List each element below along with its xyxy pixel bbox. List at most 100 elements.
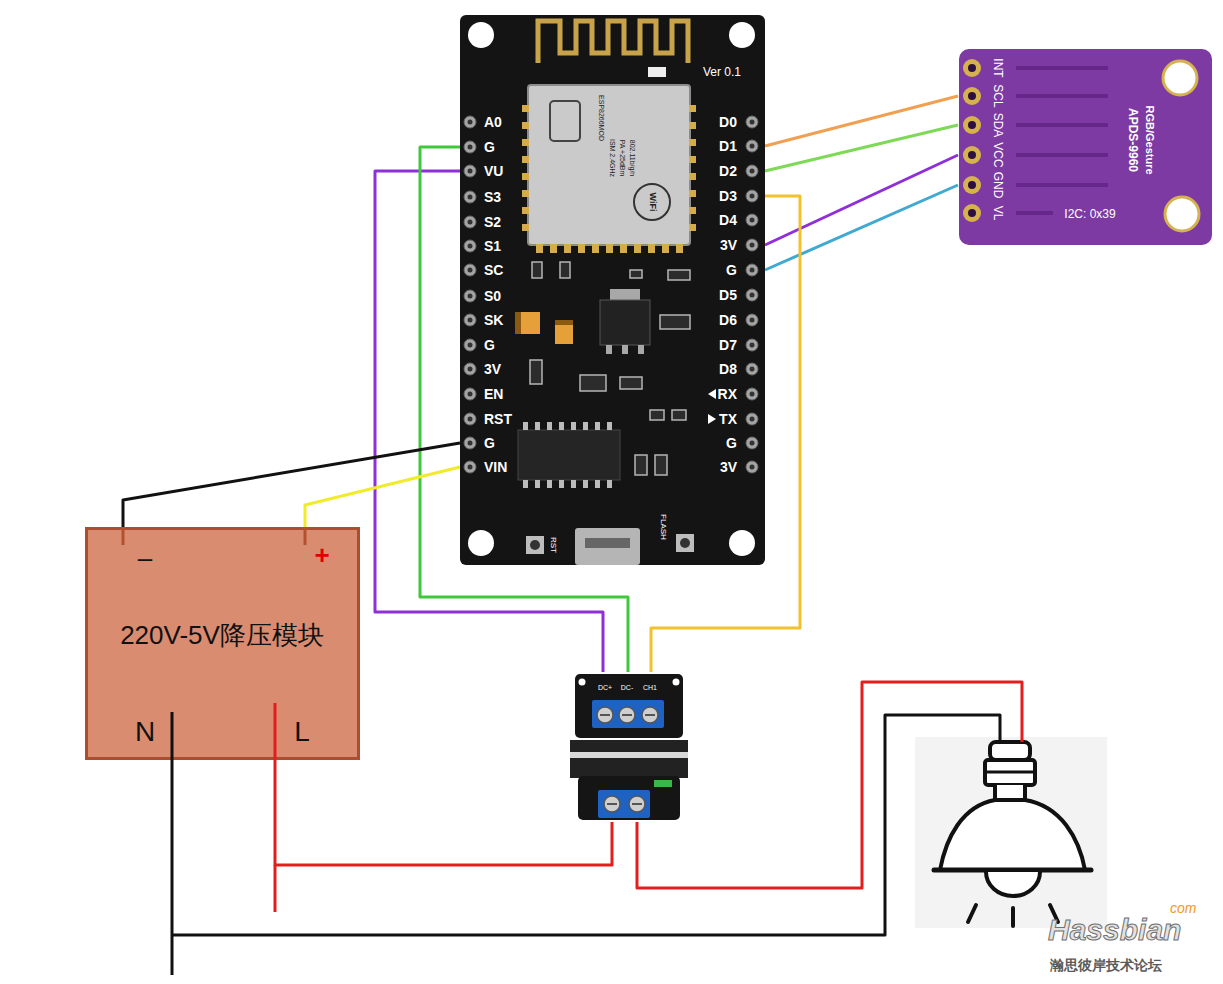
illustration-part — [689, 139, 696, 146]
pin-label: G — [484, 436, 495, 450]
illustration-part — [746, 190, 758, 202]
illustration-part — [689, 224, 696, 231]
illustration-part — [750, 343, 755, 348]
illustration-part — [468, 195, 473, 200]
pin-label: S1 — [484, 239, 501, 253]
illustration-part — [87, 529, 359, 759]
pin-label: G — [484, 140, 495, 154]
pin-label: A0 — [484, 115, 502, 129]
illustration-part — [746, 165, 758, 177]
illustration-part — [750, 417, 755, 422]
illustration-part — [532, 262, 542, 278]
illustration-part — [645, 714, 655, 716]
illustration-part — [464, 290, 476, 302]
terminal-sign: – — [138, 545, 152, 571]
switched-live-wire — [637, 682, 1022, 888]
illustration-part — [750, 120, 755, 125]
illustration-part — [464, 388, 476, 400]
illustration-part — [522, 190, 529, 197]
illustration-part — [547, 480, 552, 488]
illustration-part — [468, 120, 473, 125]
illustration-part — [746, 339, 758, 351]
wifi-logo-text: WiFi — [648, 193, 657, 212]
illustration-part — [171, 712, 174, 760]
illustration-part — [468, 417, 473, 422]
illustration-part — [746, 363, 758, 375]
nodemcu-board: Ver 0.1A0GVUS3S2S1SCS0SKG3VENRSTGVIND0D1… — [460, 15, 765, 565]
module-marking: 802.11b/g/n — [629, 140, 636, 176]
illustration-part — [963, 59, 981, 77]
illustration-part — [963, 204, 981, 222]
illustration-part — [708, 414, 716, 424]
illustration-part — [634, 244, 641, 253]
illustration-part — [968, 92, 976, 100]
sensor-function: RGB/Gesture — [1144, 105, 1155, 174]
illustration-part — [750, 243, 755, 248]
illustration-part — [559, 480, 564, 488]
live-wire — [274, 865, 277, 912]
illustration-part — [729, 530, 755, 556]
illustration-part — [550, 101, 580, 141]
illustration-part — [550, 244, 557, 253]
illustration-part — [1016, 66, 1108, 70]
illustration-part — [597, 707, 613, 723]
pin-label: VIN — [484, 460, 507, 474]
wire — [765, 96, 958, 146]
wire — [765, 185, 958, 270]
pin-label: D6 — [719, 313, 737, 327]
illustration-part — [600, 300, 650, 345]
pin-label: RST — [484, 412, 512, 426]
illustration-part — [750, 465, 755, 470]
illustration-part — [468, 441, 473, 446]
illustration-part — [689, 207, 696, 214]
illustration-part — [620, 377, 642, 389]
terminal-label: CH1 — [643, 684, 657, 691]
illustration-part — [578, 776, 680, 820]
illustration-part — [635, 455, 647, 475]
illustration-part — [634, 184, 670, 220]
lamp-rim — [934, 868, 1091, 873]
version-label: Ver 0.1 — [703, 66, 741, 78]
illustration-part — [968, 181, 976, 189]
illustration-part — [468, 22, 494, 48]
button-label: RST — [549, 537, 557, 553]
illustration-part — [468, 244, 473, 249]
pin-label: VL — [992, 206, 1004, 221]
illustration-part — [632, 803, 642, 805]
illustration-part — [522, 207, 529, 214]
illustration-part — [464, 264, 476, 276]
pin-label: EN — [484, 387, 503, 401]
illustration-part — [746, 140, 758, 152]
illustration-part — [122, 527, 125, 545]
pin-label: SC — [484, 263, 503, 277]
pin-label: RX — [718, 387, 737, 401]
illustration-part — [746, 264, 758, 276]
illustration-part — [729, 22, 755, 48]
illustration-part — [523, 422, 528, 430]
illustration-part — [468, 392, 473, 397]
module-marking: ESP8266MOD — [598, 95, 605, 141]
illustration-part — [468, 220, 473, 225]
illustration-part — [708, 389, 716, 399]
illustration-part — [629, 796, 645, 812]
illustration-part — [571, 480, 576, 488]
illustration-part — [595, 422, 600, 430]
illustration-part — [746, 214, 758, 226]
pin-label: TX — [719, 412, 737, 426]
pin-label: D8 — [719, 362, 737, 376]
illustration-part — [570, 752, 688, 758]
illustration-part — [274, 703, 277, 760]
illustration-part — [689, 173, 696, 180]
wire — [765, 125, 958, 171]
lamp-bulb — [986, 872, 1040, 896]
illustration-part — [464, 141, 476, 153]
pin-label: INT — [992, 58, 1004, 77]
illustration-part — [464, 116, 476, 128]
neutral-wire — [171, 760, 174, 975]
illustration-part — [672, 410, 686, 420]
illustration-part — [648, 244, 655, 253]
lamp-cap — [990, 742, 1030, 760]
module-marking: PA +25dBm — [619, 140, 626, 177]
illustration-part — [650, 410, 664, 420]
wire — [305, 467, 460, 527]
